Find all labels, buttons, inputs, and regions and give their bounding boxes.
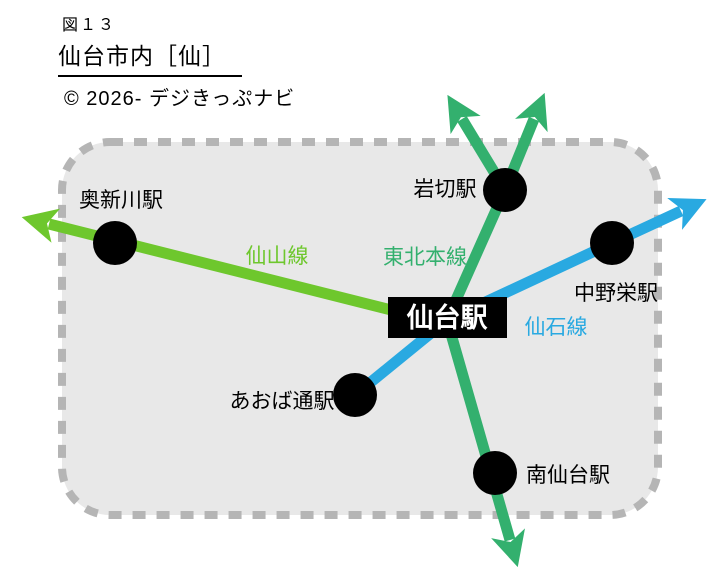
station-dot-iwakiri [483,168,527,212]
figure-number: 図１３ [62,17,117,34]
line-label-senseki: 仙石線 [525,316,588,339]
senseki-line-path [351,197,707,400]
station-dot-minamisendai [473,451,517,495]
station-dot-okunikkawa [93,221,137,265]
station-dot-aobadori [333,373,377,417]
station-label-minamisendai: 南仙台駅 [526,464,610,487]
line-label-tohoku: 東北本線 [383,246,467,269]
hub-station-box [388,297,507,338]
station-label-iwakiri: 岩切駅 [414,178,477,201]
station-label-okunikkawa: 奥新川駅 [79,189,163,212]
copyright-text: © 2026- デジきっぷナビ [64,88,296,110]
station-dot-nakanosakae [590,221,634,265]
figure-title: 仙台市内［仙］ [58,37,242,77]
station-label-nakanosakae: 中野栄駅 [574,282,658,305]
hub-station-label: 仙台駅 [407,302,488,333]
zone-area [58,138,662,519]
line-label-senzan: 仙山線 [246,245,309,268]
station-label-aobadori: あおば通駅 [230,390,335,413]
